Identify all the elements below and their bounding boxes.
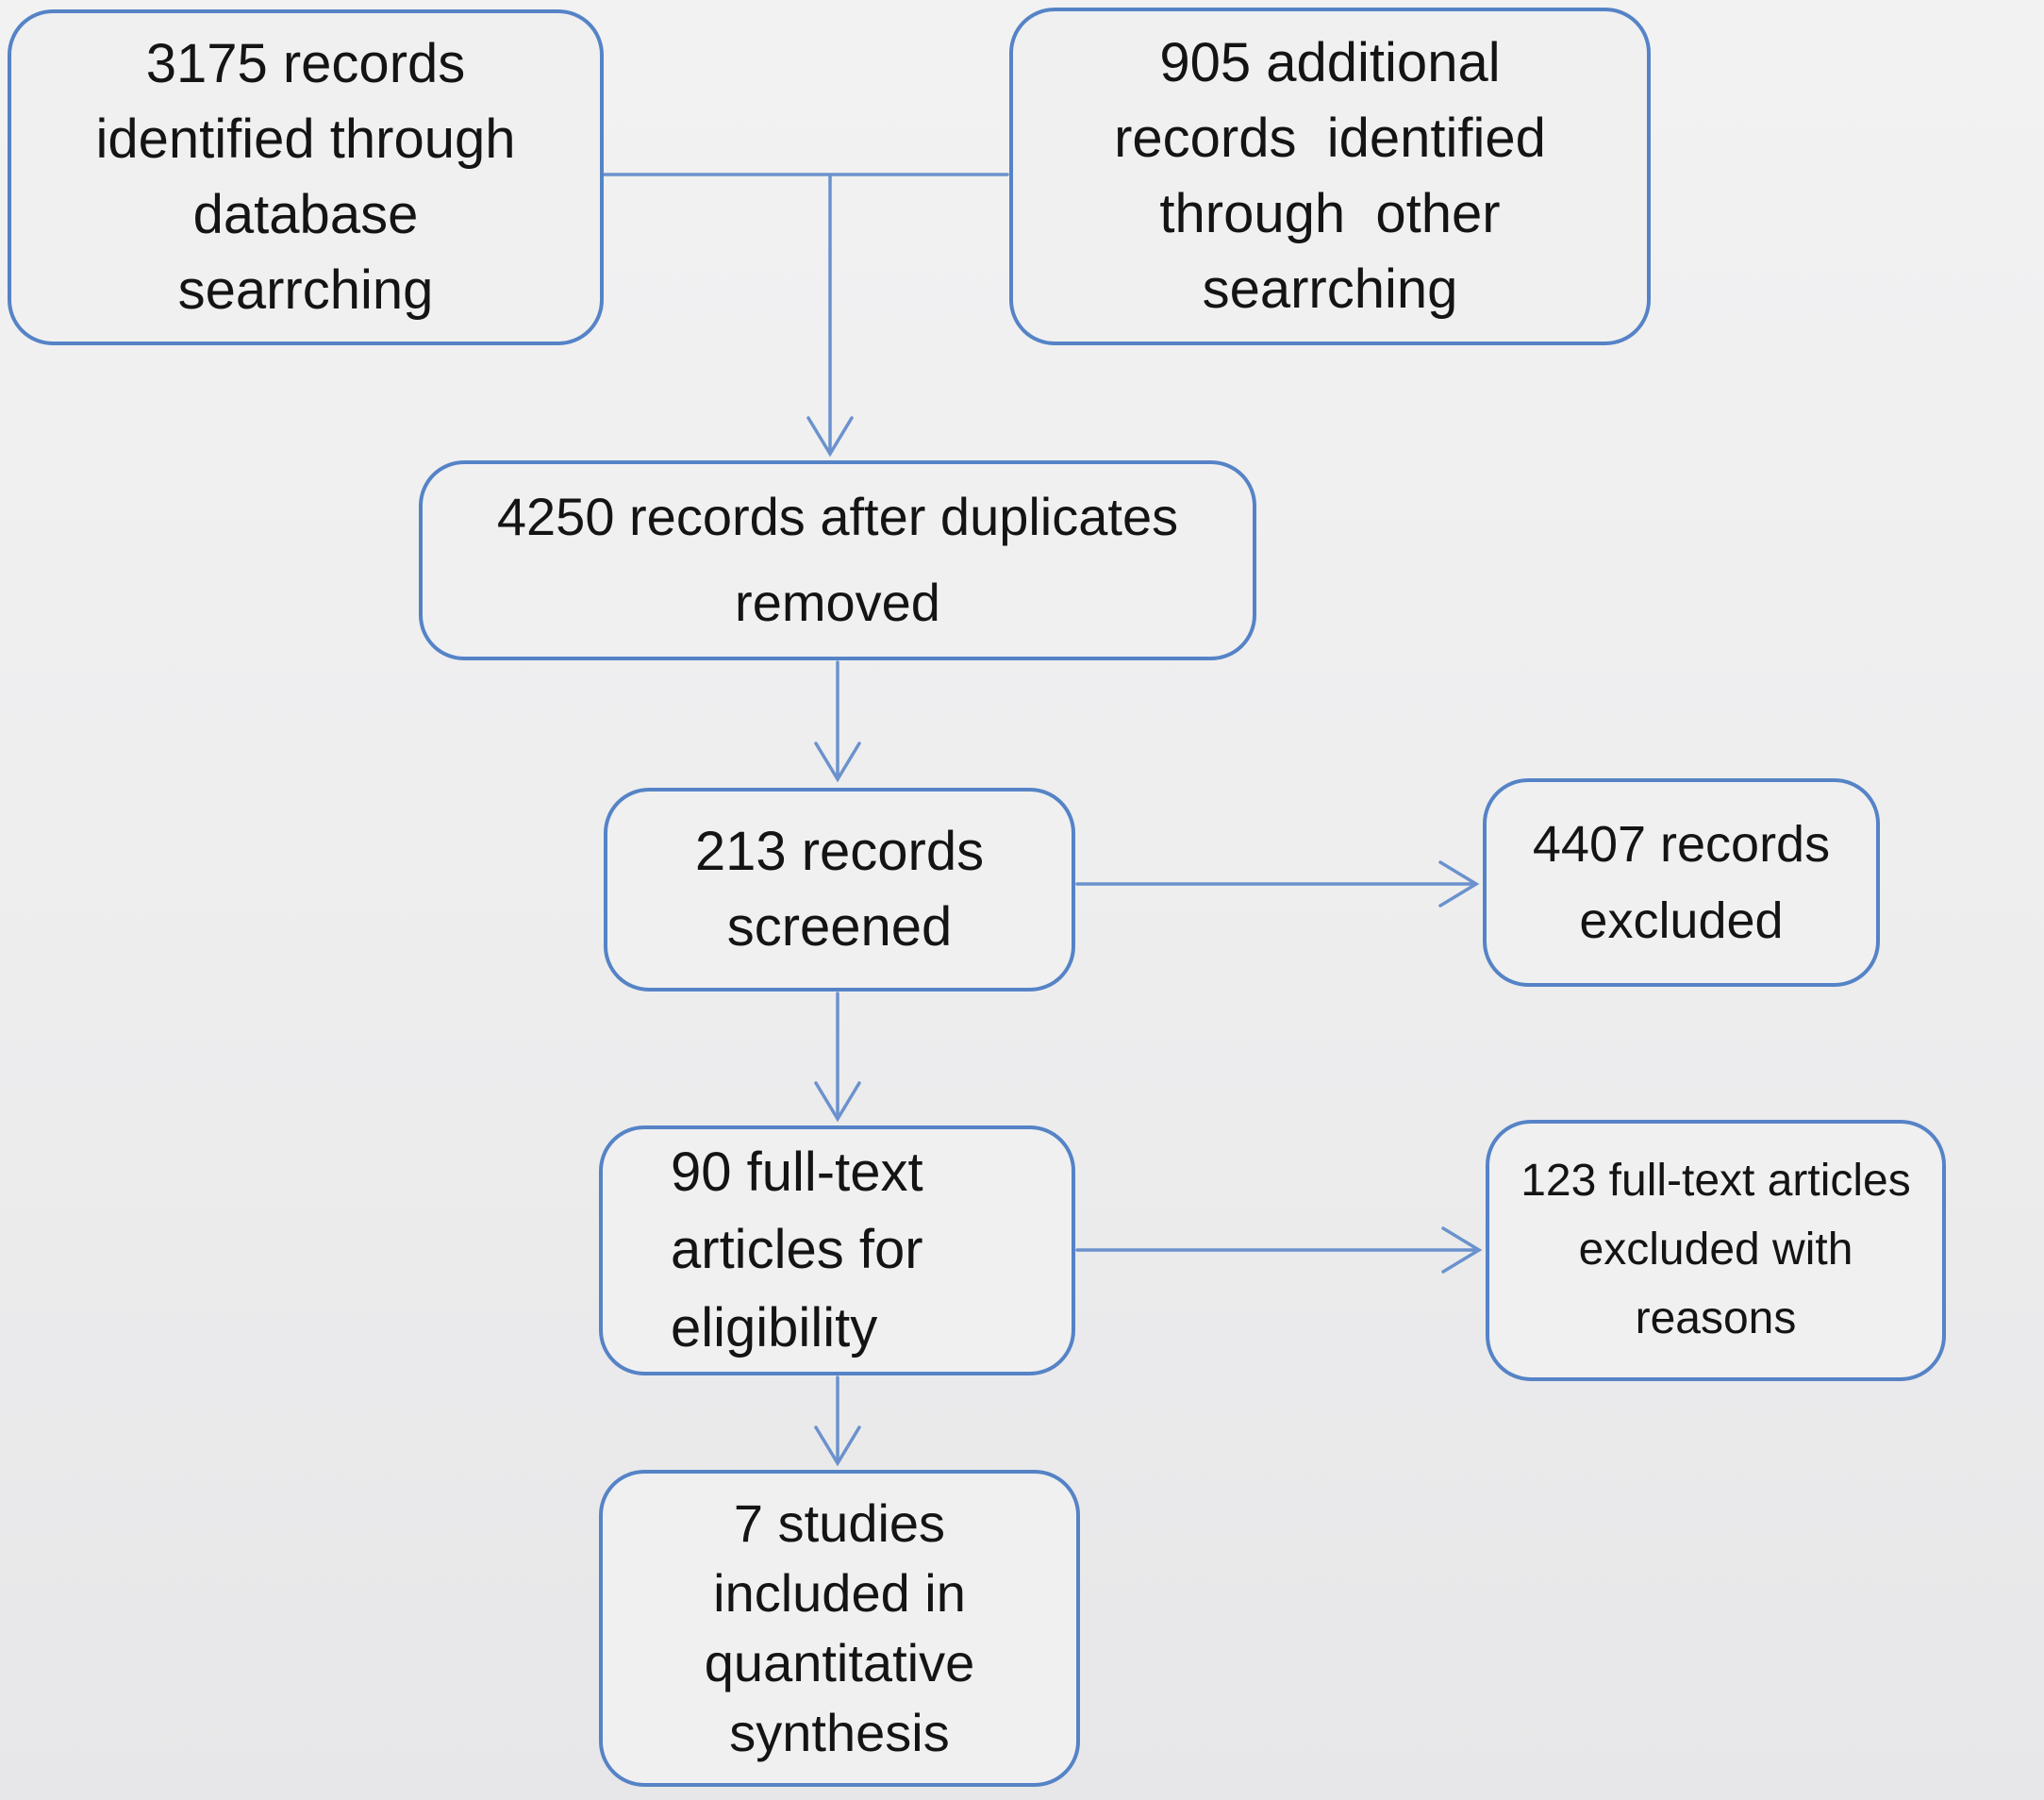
arrowhead-down-icon	[806, 416, 854, 458]
node-fulltext-articles-eligibility-text: 90 full-text articles for eligibility	[671, 1141, 923, 1358]
connector-top-boxes-to-duplicates	[602, 173, 1009, 458]
connector-fulltext-to-fulltext-excluded	[1075, 1226, 1483, 1274]
connector-duplicates-to-screened	[814, 660, 861, 783]
node-records-screened: 213 records screened	[604, 788, 1075, 992]
node-studies-included-quantitative: 7 studies included in quantitative synth…	[599, 1470, 1080, 1787]
node-records-identified-other-text: 905 additional records identified throug…	[1114, 31, 1546, 321]
node-fulltext-articles-eligibility: 90 full-text articles for eligibility	[599, 1125, 1075, 1375]
node-fulltext-articles-excluded-text: 123 full-text articles excluded with rea…	[1521, 1156, 1911, 1343]
node-records-excluded: 4407 records excluded	[1483, 778, 1880, 987]
node-records-identified-database: 3175 records identified through database…	[8, 9, 604, 345]
arrowhead-down-icon	[814, 742, 861, 783]
node-records-identified-other: 905 additional records identified throug…	[1009, 8, 1651, 345]
connector-screened-to-fulltext	[814, 992, 861, 1123]
arrowhead-right-icon	[1438, 860, 1480, 908]
node-records-identified-database-text: 3175 records identified through database…	[95, 32, 516, 322]
arrowhead-down-icon	[814, 1081, 861, 1123]
connector-fulltext-to-included	[814, 1375, 861, 1467]
node-records-screened-text: 213 records screened	[694, 820, 985, 958]
node-records-excluded-text: 4407 records excluded	[1532, 815, 1831, 949]
node-records-after-duplicates: 4250 records after duplicates removed	[419, 460, 1256, 660]
connector-screened-to-records-excluded	[1075, 860, 1480, 908]
node-fulltext-articles-excluded: 123 full-text articles excluded with rea…	[1486, 1120, 1946, 1381]
node-records-after-duplicates-text: 4250 records after duplicates removed	[496, 487, 1179, 632]
arrowhead-down-icon	[814, 1425, 861, 1467]
arrowhead-right-icon	[1441, 1226, 1483, 1274]
node-studies-included-quantitative-text: 7 studies included in quantitative synth…	[704, 1493, 975, 1762]
